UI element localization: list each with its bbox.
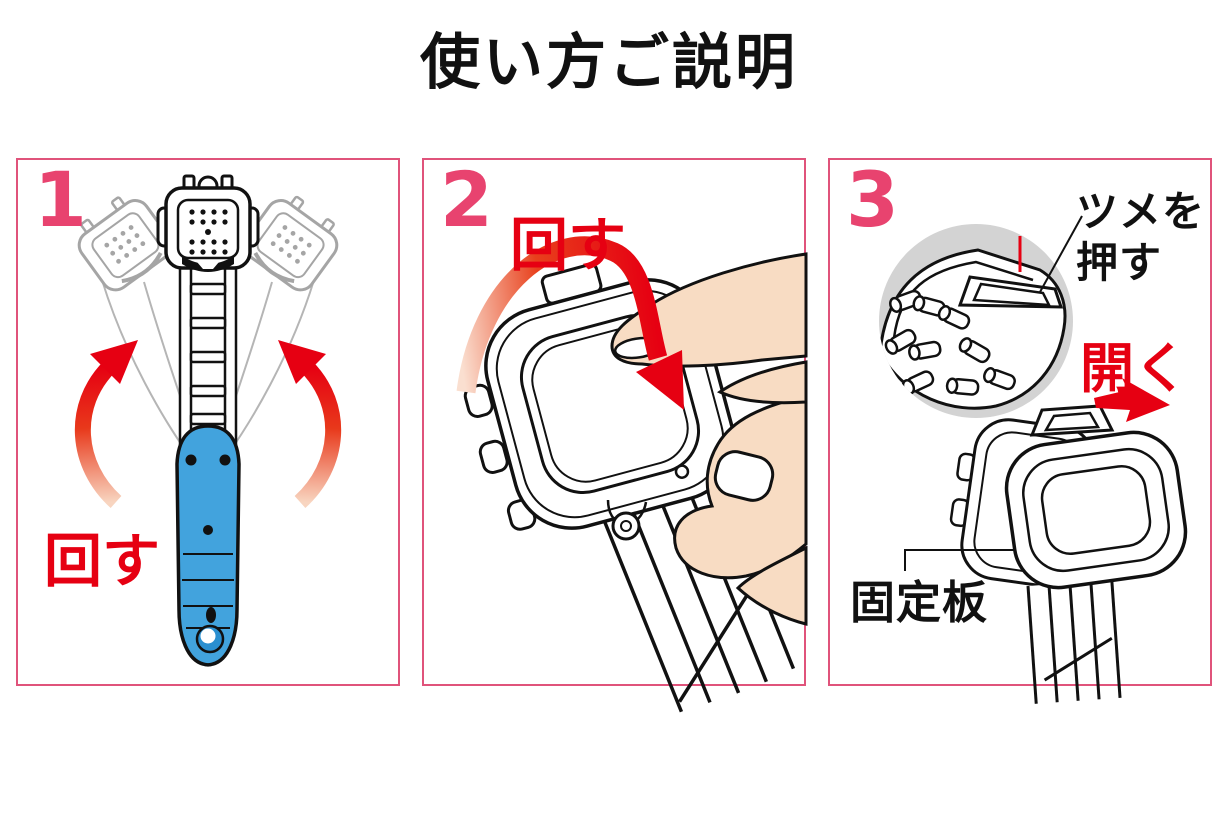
tab-detail bbox=[957, 274, 1063, 309]
plate-label: 固定板 bbox=[850, 576, 989, 629]
step-3-number: 3 bbox=[846, 155, 899, 244]
tab-arch bbox=[1029, 403, 1114, 437]
rotate-arrow-icon bbox=[456, 235, 684, 410]
zoom-detail bbox=[878, 247, 1066, 410]
rotate-head-illustration bbox=[74, 174, 341, 666]
device-handle-rails bbox=[1026, 579, 1122, 704]
step-panel-2: 2 bbox=[422, 155, 807, 712]
plate-leader-line bbox=[903, 548, 1014, 571]
rotate-label-1: 回す bbox=[44, 527, 161, 595]
step-panel-3: 3 bbox=[828, 155, 1212, 704]
tab-label-line2: 押す bbox=[1076, 238, 1163, 288]
tab-label: ツメを 押す bbox=[1076, 186, 1205, 288]
thumb-nail bbox=[713, 449, 774, 502]
step-1-number: 1 bbox=[34, 155, 87, 244]
tab-label-line1: ツメを bbox=[1076, 187, 1206, 236]
device-head bbox=[156, 174, 259, 272]
open-plate-illustration bbox=[878, 215, 1187, 704]
pivot-screw bbox=[606, 499, 647, 540]
device-neck bbox=[178, 264, 237, 453]
open-label: 開く bbox=[1080, 337, 1188, 400]
fixing-plate bbox=[1004, 430, 1187, 589]
rotate-plate-illustration bbox=[456, 235, 807, 712]
ghost-head-left-icon bbox=[77, 195, 173, 291]
rotate-arrow-right-icon bbox=[277, 339, 341, 508]
step-panel-1: 1 bbox=[16, 158, 400, 686]
step-2-number: 2 bbox=[440, 155, 493, 244]
ghost-head-right-icon bbox=[242, 195, 338, 291]
open-arrow-icon bbox=[1093, 377, 1170, 422]
rotate-arrow-left-icon bbox=[74, 339, 138, 508]
tab-leader-line bbox=[1038, 215, 1083, 292]
massage-pins bbox=[884, 289, 1016, 396]
device-head-frame bbox=[463, 262, 736, 531]
page-title: 使い方ご説明 bbox=[420, 28, 798, 98]
device-handle bbox=[174, 423, 241, 666]
rotate-label-2: 回す bbox=[510, 211, 627, 279]
